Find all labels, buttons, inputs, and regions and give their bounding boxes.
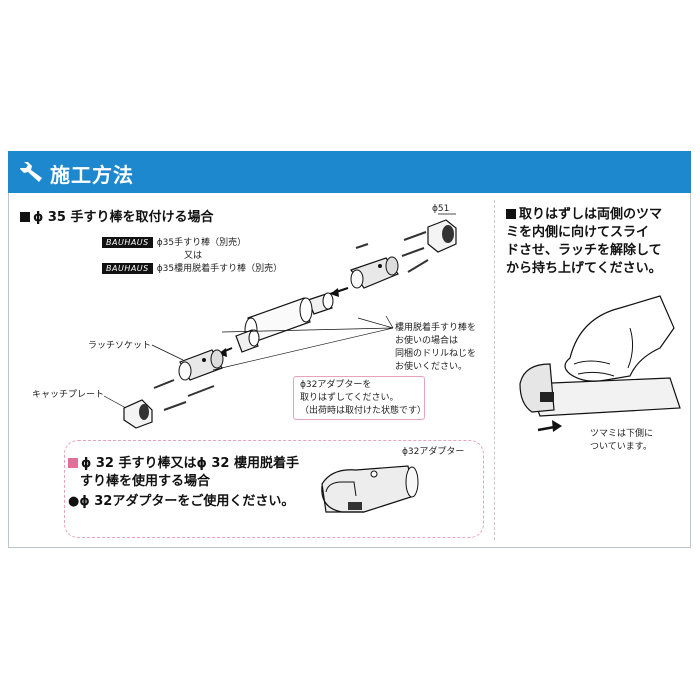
removal-line: 取りはずしは両側のツマ	[506, 206, 686, 224]
knob-note-line: ツマミは下側に	[590, 429, 654, 439]
catch-plate	[123, 399, 153, 429]
catch-plate-label: キャッチプレート	[32, 390, 105, 400]
left-section-title: ϕ 35 手すり棒を取付ける場合	[20, 206, 214, 225]
or-text: 又は	[184, 251, 203, 261]
wrench-icon	[20, 162, 42, 182]
page-title: 施工方法	[50, 163, 134, 187]
screw-note-line: 樓用脱着手すり棒を	[395, 323, 477, 333]
section-divider	[494, 200, 495, 540]
removal-line: ドさせ、ラッチを解除して	[506, 243, 662, 258]
screw-note-line: お使いください。	[395, 362, 468, 372]
screw-note-line: 同梱のドリルねじを	[395, 349, 477, 359]
knob-note: ツマミは下側に ついています。	[590, 428, 653, 454]
brand-note-2-text: ϕ35樓用脱着手すり棒（別売）	[156, 264, 283, 274]
phi32-line-1-text: ϕ 32 手すり棒又はϕ 32 樓用脱着手	[81, 456, 299, 471]
left-section-title-text: ϕ 35 手すり棒を取付ける場合	[33, 210, 214, 225]
latch-socket-upper	[350, 256, 399, 289]
removal-line-text: 取りはずしは両側のツマ	[519, 207, 663, 222]
adapter-ring-lower	[235, 329, 260, 353]
section-header: 施工方法	[8, 151, 691, 193]
adapter-label: ϕ32アダプター	[402, 447, 465, 457]
brand-note-1-text: ϕ35手すり棒（別売）	[156, 238, 247, 248]
screw-note: 樓用脱着手すり棒を お使いの場合は 同梱のドリルねじを お使いください。	[395, 322, 476, 374]
phi32-line-3: ●ϕ 32アダプターをご使用ください。	[68, 494, 295, 509]
latch-socket-label: ラッチソケット	[88, 341, 152, 351]
adapter-note-box	[293, 376, 425, 420]
latch-socket-lower	[178, 349, 224, 381]
phi32-line-2: すり棒を使用する場合	[80, 474, 211, 489]
pink-bullet-icon	[68, 458, 78, 468]
removal-line: から持ち上げてください。	[506, 261, 662, 276]
screw-note-line: お使いの場合は	[395, 336, 459, 346]
phi32-line-1: ϕ 32 手すり棒又はϕ 32 樓用脱着手	[68, 452, 299, 471]
removal-line: ミを内側に向けてスライ	[506, 225, 650, 240]
exploded-assembly-diagram	[103, 213, 457, 429]
brand-logo-2: BAUHAUS	[102, 263, 153, 274]
adapter-note-line: 取りはずしてください。	[300, 393, 399, 403]
adapter-note-line: （出荷時は取付けた状態です）	[300, 406, 427, 416]
removal-instructions: 取りはずしは両側のツマ ミを内側に向けてスライ ドさせ、ラッチを解除して から持…	[506, 206, 686, 278]
bullet-square-icon	[506, 209, 516, 219]
knob-note-line: ついています。	[590, 442, 652, 452]
adapter-ring	[307, 292, 334, 315]
wall-bracket-right	[427, 213, 457, 253]
adapter-note: ϕ32アダプターを 取りはずしてください。 （出荷時は取付けた状態です）	[300, 379, 426, 418]
brand-logo-1: BAUHAUS	[102, 237, 153, 248]
adapter-note-line: ϕ32アダプターを	[300, 380, 372, 390]
phi32-usage-box	[64, 440, 484, 538]
phi32-adapter-diagram	[321, 465, 419, 513]
diameter-label: ϕ51	[432, 204, 450, 214]
hand-removal-illustration	[519, 295, 681, 432]
bullet-square-icon	[20, 212, 30, 222]
